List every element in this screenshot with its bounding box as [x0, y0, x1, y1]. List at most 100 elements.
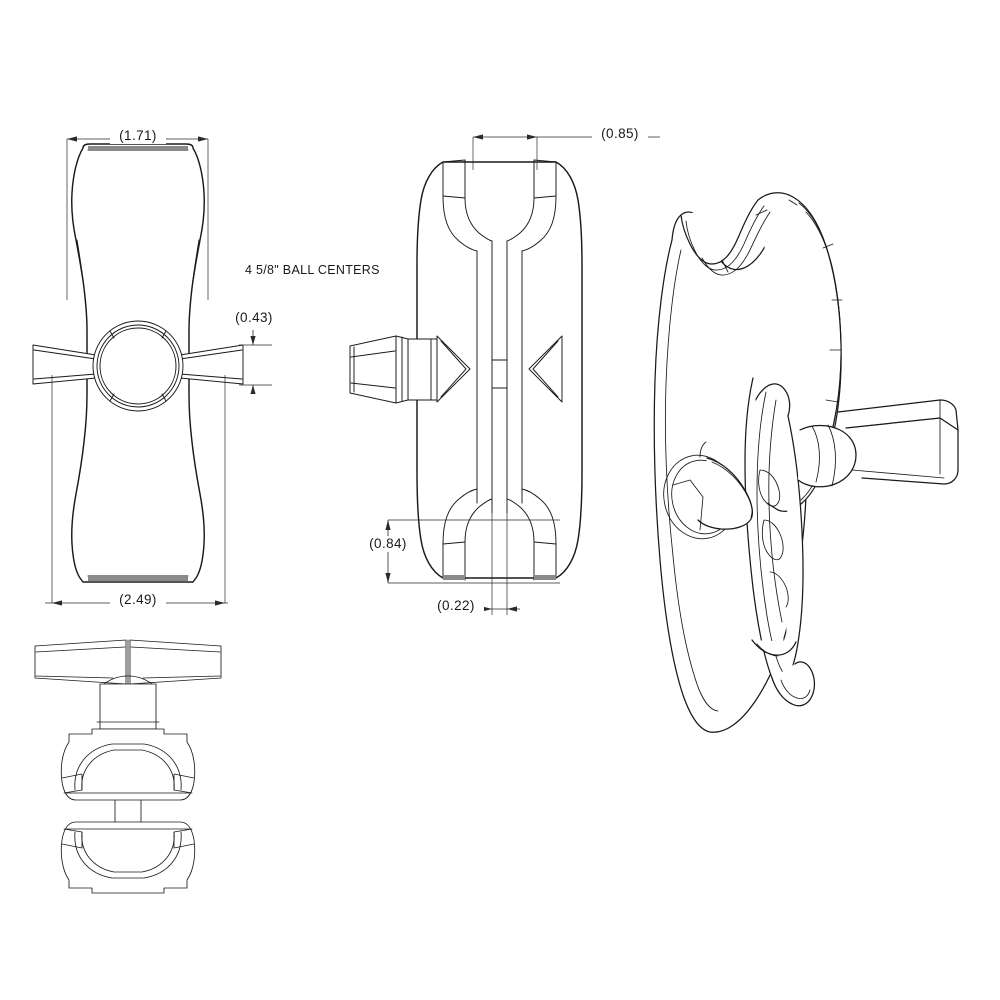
side-view-fork-bottom-right-inner [521, 488, 557, 579]
front-view-top-cap-shade [88, 146, 188, 150]
ball-centers-note: 4 5/8" BALL CENTERS [245, 263, 380, 277]
iso-front-tip-inner [780, 679, 811, 700]
end-view-socket-lower [60, 821, 196, 894]
dim-height-overall-arrow-right [215, 600, 225, 606]
dim-width-top-text-bg [110, 128, 166, 144]
side-view-fork-left-cap [442, 159, 466, 163]
side-view-fork-bottom-left-inner2 [464, 498, 493, 581]
end-view-socket-upper-lip-right [173, 773, 195, 794]
front-view-knob-hub-inner [99, 327, 177, 405]
iso-jaw-tick-5 [825, 399, 839, 403]
end-view-socket-lower-inner-arc2 [81, 831, 175, 873]
side-view-boss-right [528, 335, 563, 403]
end-view-handle-right-top [130, 646, 221, 653]
dim-lower-height-text-bg [360, 536, 416, 552]
front-view-knob-facet-br [161, 393, 167, 402]
iso-view-main [653, 192, 959, 733]
iso-spine-slot-1 [758, 469, 781, 507]
side-view-fork-bottom-right-seam [533, 541, 557, 545]
front-view-knob-arm-right-edge1 [179, 349, 243, 360]
iso-lower-jaw-mouth [751, 639, 797, 656]
dim-web-thickness-text: (0.22) [437, 598, 475, 613]
front-view-knob-hub-outer [92, 320, 184, 412]
end-view-handle-left-top [35, 646, 126, 653]
dim-knob-arm: (0.43) [228, 310, 280, 394]
iso-front-jaw-rib2 [805, 211, 842, 439]
side-view-fork-bottom-left-inner [442, 488, 478, 579]
side-view-fork-left-inner [442, 161, 478, 252]
dim-height-overall-arrow-left [52, 600, 62, 606]
iso-front-spine-mid2 [768, 399, 783, 623]
side-view-boss-right-inner [532, 340, 559, 398]
iso-knob-wedge-line [711, 461, 753, 518]
iso-arm-bar-bottom [851, 469, 945, 479]
side-view-fork-right-seam [533, 195, 557, 199]
dim-web-thickness: (0.22) [428, 513, 520, 615]
dim-lower-height-arrow-top [385, 520, 391, 530]
iso-front-tip [771, 661, 816, 707]
front-view-knob-arm-left-edge2 [33, 373, 97, 380]
dim-height-overall: (2.49) [45, 375, 228, 608]
end-view-socket-upper [60, 728, 196, 801]
iso-front-jaw-inner [680, 199, 759, 265]
iso-front-jaw-inner2 [685, 205, 765, 271]
side-view-fork-right-cap [533, 159, 557, 163]
end-view-handle-right-bottom [142, 675, 221, 679]
dim-web-thickness-text-bg [428, 598, 484, 614]
iso-back-body-bottom [694, 677, 719, 712]
iso-ball-cylinder-seam2 [827, 424, 836, 487]
front-view-bottom-cap-shade [88, 576, 188, 581]
dim-lower-height-arrow-bottom [385, 573, 391, 583]
dim-knob-arm-arrow-bottom [250, 385, 256, 394]
end-view-socket-lower-inner-arc [74, 831, 182, 879]
dim-height-overall-text-bg [110, 592, 166, 608]
side-view-fork-right-inner [521, 161, 557, 252]
front-view-knob-facet-bl [109, 393, 115, 402]
iso-back-body-inner [664, 249, 696, 679]
side-view-fork-left-seam [442, 195, 466, 199]
end-view-socket-lower-lip-left [61, 828, 83, 849]
iso-knob-neck [699, 441, 707, 458]
front-view: (1.71) (2.49) (0.43) [32, 128, 280, 608]
side-view-knob-head [349, 335, 397, 404]
side-view-fork-bottom-left-seam [442, 541, 466, 545]
dim-slot-width-arrow-left [473, 134, 483, 140]
iso-jaw-tick-6 [755, 209, 768, 216]
side-view-knob-head-rib2 [350, 382, 396, 389]
dim-lower-height: (0.84) [360, 519, 560, 584]
front-view-waist-line-upper-right [191, 239, 200, 289]
front-view-knob-facet-tr [161, 330, 167, 339]
dim-web-thickness-arrow-right [507, 606, 517, 612]
iso-spine-slot-2 [761, 519, 784, 561]
front-view-knob-arm-left-edge1 [33, 349, 97, 360]
front-view-knob-facet-tl [109, 330, 115, 339]
side-view-fork-left-inner2 [464, 159, 493, 242]
dim-width-top: (1.71) [66, 128, 209, 300]
end-view-socket-lower-lip-right [173, 828, 195, 849]
end-view-socket-upper-lip-left [61, 773, 83, 794]
iso-front-spine-right [785, 415, 804, 681]
dim-slot-width-text: (0.85) [601, 126, 639, 141]
side-view: (0.85) (0.84) (0.22) [349, 126, 660, 615]
side-view-knob-head-rib1 [350, 350, 396, 358]
end-view-handle-left-bottom [35, 675, 114, 679]
iso-spine-slot-3 [769, 571, 789, 608]
iso-ball-cylinder-seam1 [811, 425, 820, 483]
dim-width-top-text: (1.71) [119, 128, 157, 143]
side-view-fork-bottom-right-inner2 [506, 498, 535, 581]
dim-height-overall-text: (2.49) [119, 592, 157, 607]
dim-width-top-arrow-left [67, 136, 77, 142]
dim-knob-arm-text: (0.43) [235, 310, 273, 325]
end-view-socket-upper-inner-arc [74, 743, 182, 791]
dim-lower-height-text: (0.84) [369, 536, 407, 551]
dim-slot-width-text-bg [592, 126, 648, 142]
iso-jaw-tick-7 [721, 259, 729, 273]
front-view-knob-arm-right-edge2 [179, 373, 243, 380]
dim-slot-width: (0.85) [472, 126, 660, 170]
side-view-fork-right-inner2 [506, 159, 535, 242]
dim-knob-arm-arrow-top [250, 336, 256, 345]
side-view-boss-left-inner [440, 340, 467, 398]
end-view-socket-upper-inner-arc2 [81, 749, 175, 791]
